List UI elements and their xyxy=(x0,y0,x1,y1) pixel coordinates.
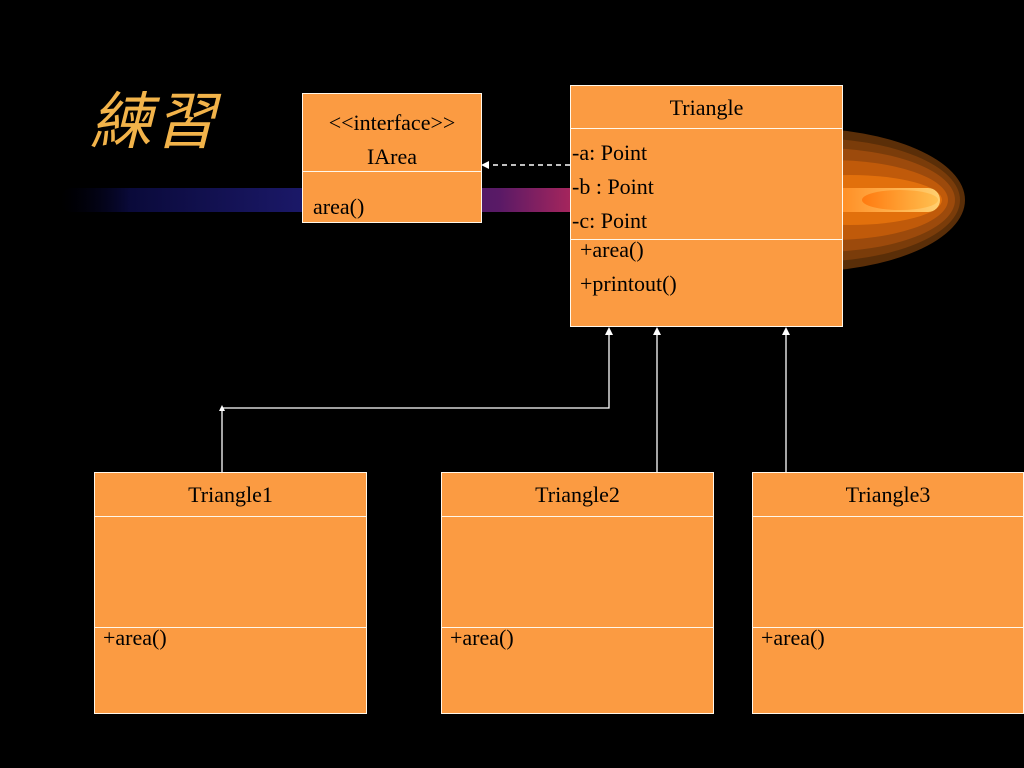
operation-area: +area() xyxy=(103,625,167,650)
slide-title: 練習 xyxy=(90,89,219,157)
generalization-connector-triangle3 xyxy=(782,327,790,472)
operation-area: +area() xyxy=(580,237,644,262)
decorative-glow-core xyxy=(862,190,938,210)
class-attributes xyxy=(442,516,713,628)
class-attributes xyxy=(753,516,1023,628)
triangle-attributes: -a: Point -b : Point -c: Point xyxy=(571,128,842,240)
class-name: Triangle3 xyxy=(845,482,931,507)
triangle3-class-box: Triangle3 +area() xyxy=(752,472,1024,714)
attribute-b: -b : Point xyxy=(572,174,654,199)
operation-printout: +printout() xyxy=(580,271,677,296)
class-header: Triangle3 xyxy=(753,473,1023,517)
attribute-a: -a: Point xyxy=(572,140,648,165)
generalization-connector-triangle2 xyxy=(653,327,661,472)
generalization-arrowhead xyxy=(782,327,790,335)
triangle-class-box: Triangle -a: Point -b : Point -c: Point … xyxy=(570,85,843,327)
interface-stereotype: <<interface>> xyxy=(328,110,456,135)
class-operations: +area() xyxy=(753,627,1023,713)
class-attributes xyxy=(95,516,366,628)
operation-area: area() xyxy=(313,194,365,219)
triangle-header: Triangle xyxy=(571,86,842,129)
iarea-header: <<interface>> IArea xyxy=(303,94,481,172)
realization-arrowhead xyxy=(481,161,489,169)
class-operations: +area() xyxy=(442,627,713,713)
class-name: Triangle xyxy=(669,95,744,120)
interface-name: IArea xyxy=(366,144,418,169)
generalization-connector-triangle1 xyxy=(219,327,613,472)
operation-area: +area() xyxy=(450,625,514,650)
class-header: Triangle1 xyxy=(95,473,366,517)
operation-area: +area() xyxy=(761,625,825,650)
iarea-interface-box: <<interface>> IArea area() xyxy=(302,93,482,223)
generalization-arrowhead xyxy=(653,327,661,335)
triangle2-class-box: Triangle2 +area() xyxy=(441,472,714,714)
attribute-c: -c: Point xyxy=(572,208,648,233)
realization-connector xyxy=(481,161,570,169)
class-header: Triangle2 xyxy=(442,473,713,517)
generalization-arrowhead xyxy=(605,327,613,335)
class-operations: +area() xyxy=(95,627,366,713)
triangle-operations: +area() +printout() xyxy=(571,239,842,326)
iarea-operations: area() xyxy=(303,171,481,222)
class-name: Triangle2 xyxy=(535,482,620,507)
connector-bend-mark xyxy=(219,405,225,411)
triangle1-class-box: Triangle1 +area() xyxy=(94,472,367,714)
class-name: Triangle1 xyxy=(188,482,273,507)
